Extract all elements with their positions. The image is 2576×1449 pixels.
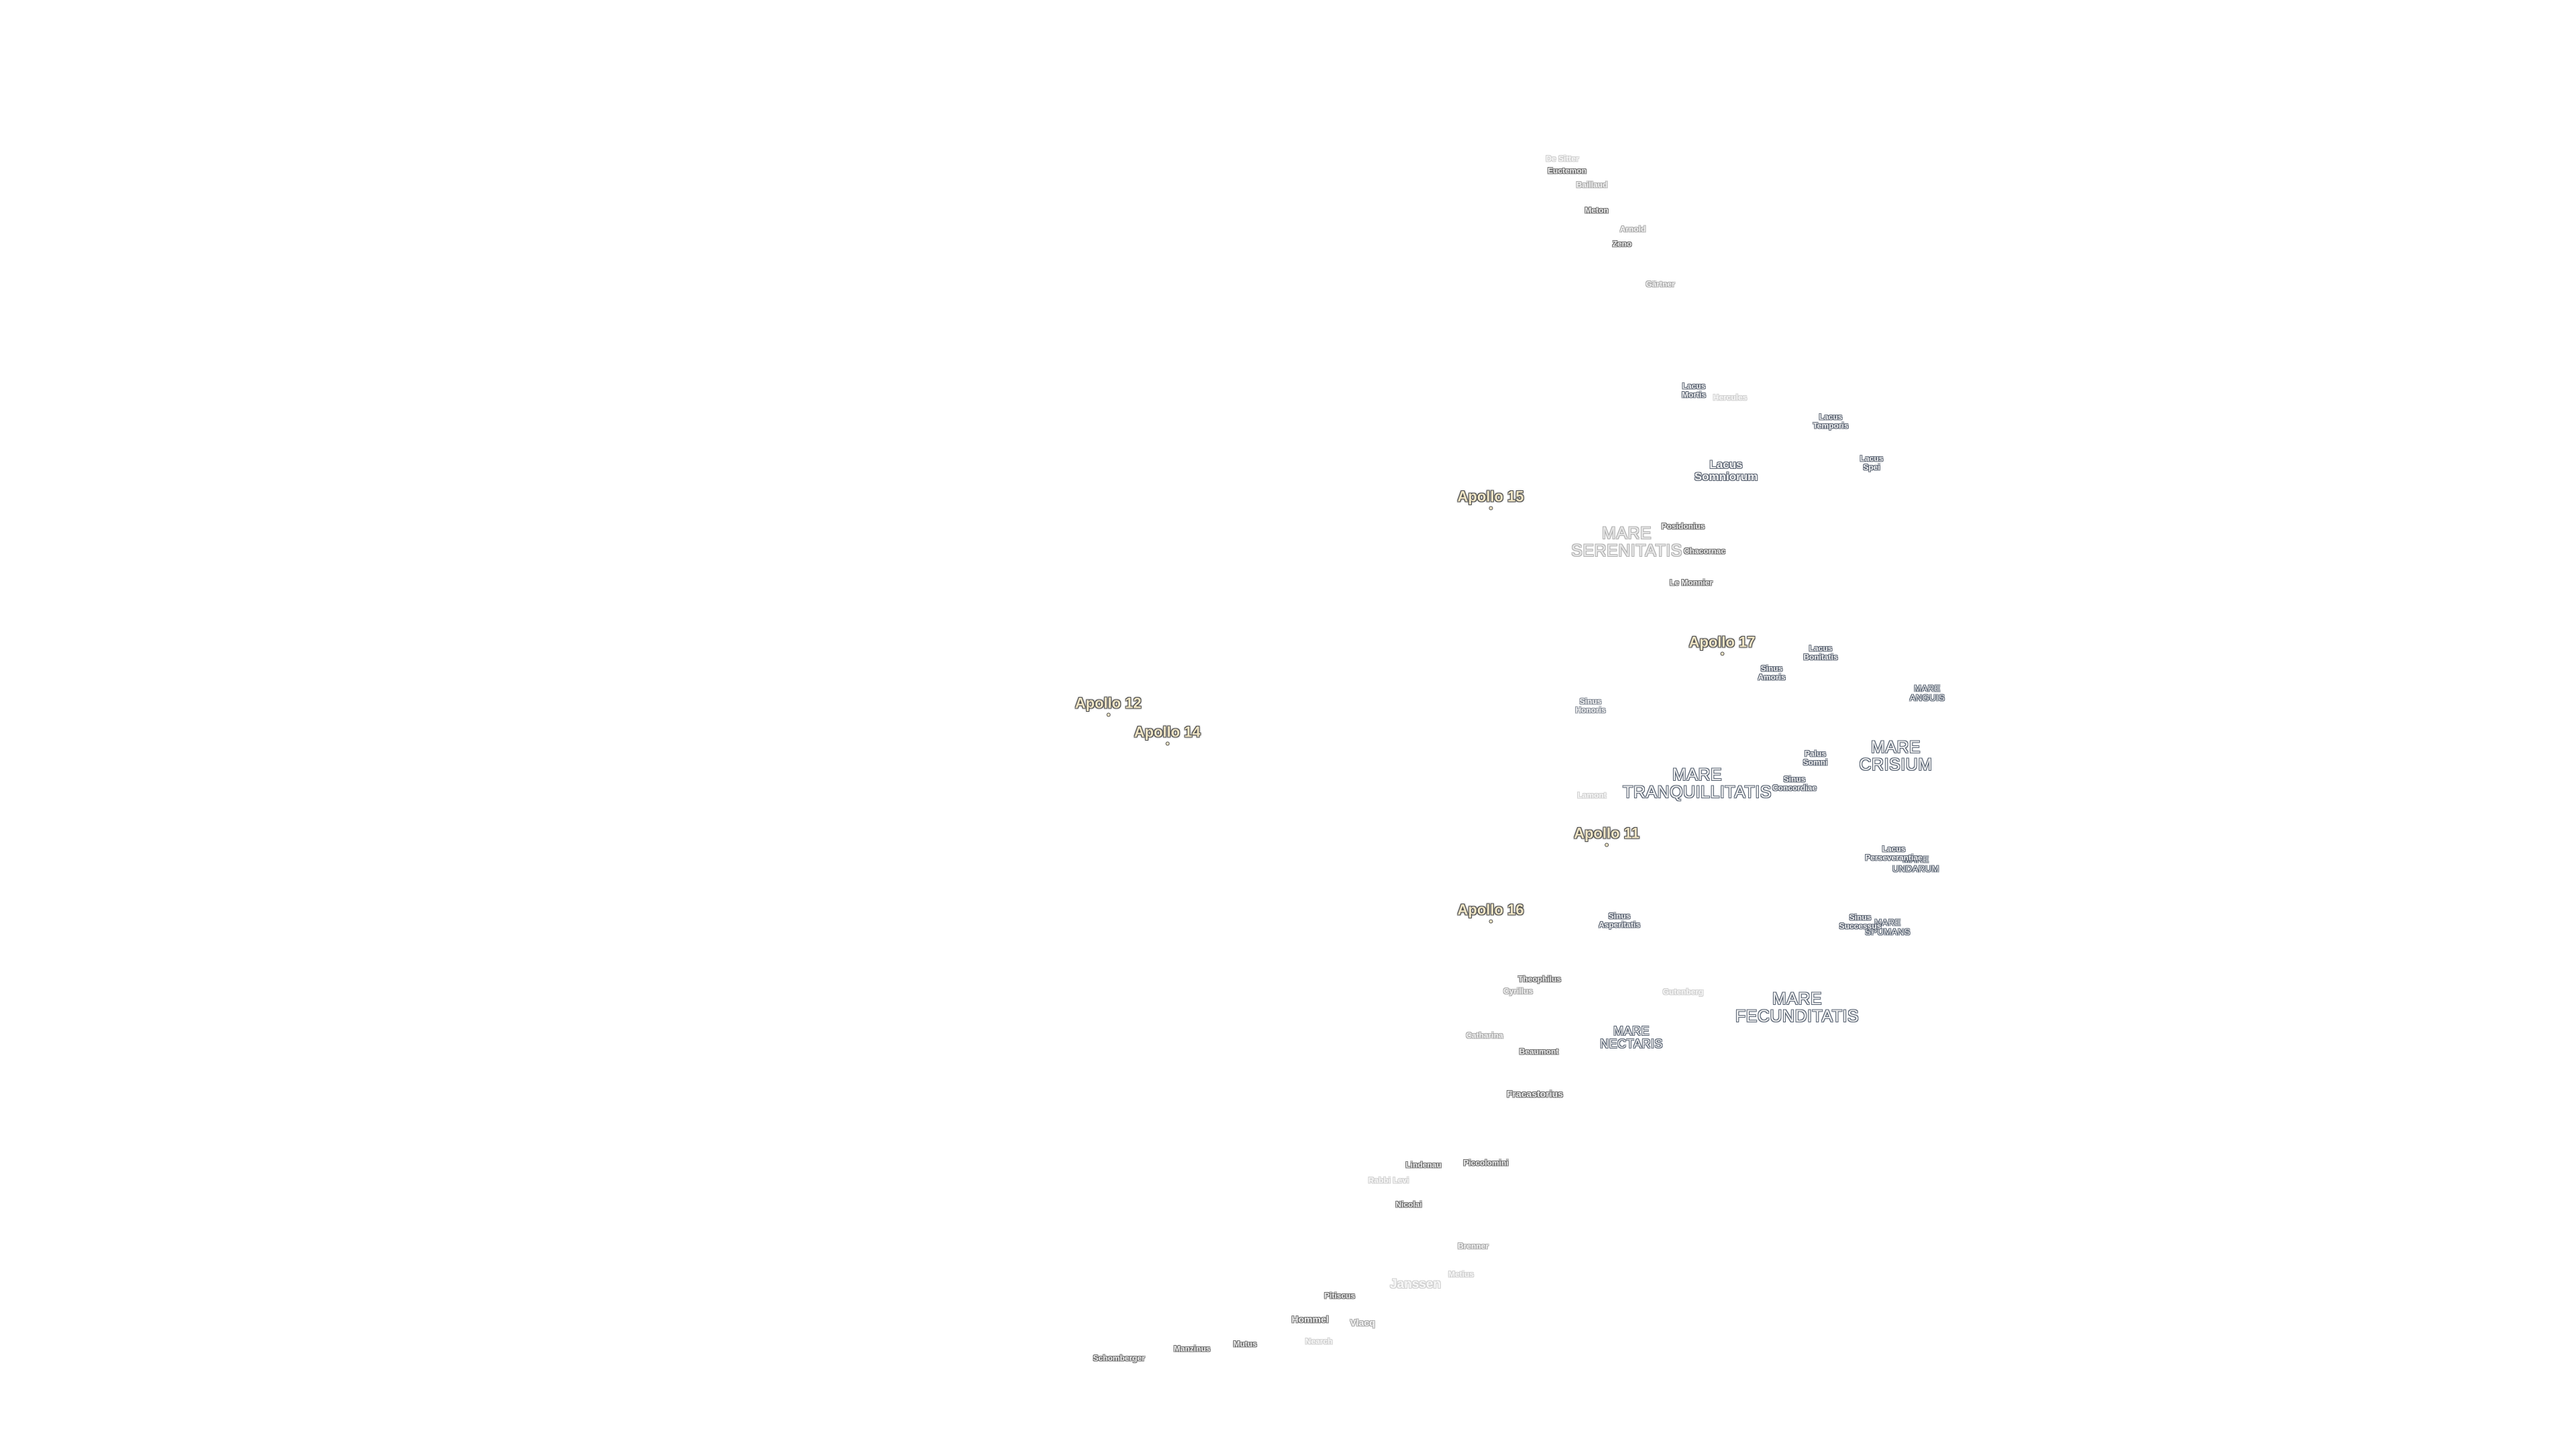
crater-schomberger-label: Schomberger (1093, 1353, 1145, 1363)
sinus-honoris-label: Sinus Honoris (1575, 696, 1606, 714)
mare-crisium-label: MARE CRISIUM (1859, 737, 1933, 774)
crater-lamont-label: Lamont (1577, 790, 1607, 800)
crater-meton-label: Meton (1585, 205, 1609, 215)
crater-fracastorius-label: Fracastorius (1506, 1088, 1564, 1099)
apollo-14-site-label[interactable]: Apollo 14 (1134, 723, 1201, 745)
crater-manzinus-label: Manzinus (1173, 1344, 1211, 1354)
crater-metius-label: Metius (1448, 1269, 1474, 1279)
crater-gartner-label: Gärtner (1646, 279, 1675, 289)
sinus-concordiae-label: Sinus Concordiae (1772, 774, 1817, 792)
crater-nearch-label: Nearch (1305, 1336, 1333, 1346)
crater-beaumont-label: Beaumont (1519, 1046, 1559, 1057)
lacus-spei-label: Lacus Spei (1860, 453, 1884, 472)
crater-brenner-label: Brenner (1457, 1241, 1489, 1251)
crater-cyrillus-label: Cyrillus (1503, 986, 1534, 996)
mare-undarum-label: MARE UNDARUM (1892, 854, 1939, 873)
crater-hercules-label: Hercules (1713, 392, 1748, 402)
mare-spumans-label: MARE SPUMANS (1865, 917, 1911, 936)
apollo-12-site-label[interactable]: Apollo 12 (1075, 694, 1142, 716)
crater-nicolai-label: Nicolai (1395, 1199, 1422, 1210)
apollo-15-site-label[interactable]: Apollo 15 (1457, 488, 1524, 510)
mare-fecunditatis-label: MARE FECUNDITATIS (1735, 989, 1860, 1026)
palus-somni-label: Palus Somni (1803, 749, 1828, 767)
apollo-11-site-label[interactable]: Apollo 11 (1574, 824, 1640, 847)
crater-hommel-label: Hommel (1291, 1313, 1329, 1325)
crater-pitiscus-label: Pitiscus (1324, 1291, 1356, 1301)
crater-piccolomini-label: Piccolomini (1463, 1158, 1509, 1168)
sinus-successus-label: Sinus Successus (1839, 912, 1882, 930)
lacus-temporis-label: Lacus Temporis (1813, 412, 1849, 430)
lacus-perseverantiae-label: Lacus Perseverantiae (1865, 844, 1923, 862)
sinus-amoris-label: Sinus Amoris (1758, 663, 1786, 682)
crater-janssen-label: Janssen (1389, 1277, 1442, 1292)
mare-tranquillitatis-label: MARE TRANQUILLITATIS (1623, 765, 1772, 802)
crater-posidonius-label: Posidonius (1661, 521, 1705, 531)
crater-le-monnier-label: Le Monnier (1669, 578, 1713, 588)
apollo-17-site-label[interactable]: Apollo 17 (1688, 633, 1756, 655)
mare-anguis-label: MARE ANGUIS (1909, 683, 1945, 702)
crater-theophilus-label: Theophilus (1518, 974, 1561, 984)
sinus-asperitatis-label: Sinus Asperitatis (1598, 911, 1641, 929)
crater-lindenau-label: Lindenau (1405, 1160, 1442, 1170)
crater-gutenberg-label: Gutenberg (1662, 987, 1704, 997)
crater-euctemon-label: Euctemon (1547, 166, 1587, 176)
crater-mutus-label: Mutus (1233, 1339, 1257, 1349)
crater-rabbi-levi-label: Rabbi Levi (1368, 1175, 1409, 1185)
apollo-16-site-label[interactable]: Apollo 16 (1457, 901, 1524, 923)
crater-de-sitter-label: De Sitter (1546, 154, 1579, 164)
mare-serenitatis-label: MARE SERENITATIS (1571, 523, 1682, 560)
crater-baillaud-label: Baillaud (1576, 180, 1608, 190)
lacus-bonitatis-label: Lacus Bonitatis (1803, 643, 1838, 661)
crater-catharina-label: Catharina (1466, 1030, 1503, 1040)
lacus-somniorum-label: Lacus Somniorum (1694, 458, 1758, 483)
crater-vlacq-label: Vlacq (1350, 1317, 1375, 1328)
crater-zeno-label: Zeno (1612, 239, 1632, 249)
crater-arnold-label: Arnold (1619, 224, 1646, 234)
mare-nectaris-label: MARE NECTARIS (1600, 1024, 1663, 1051)
lacus-mortis-label: Lacus Mortis (1682, 381, 1706, 399)
crater-chacornac-label: Chacornac (1683, 546, 1726, 556)
